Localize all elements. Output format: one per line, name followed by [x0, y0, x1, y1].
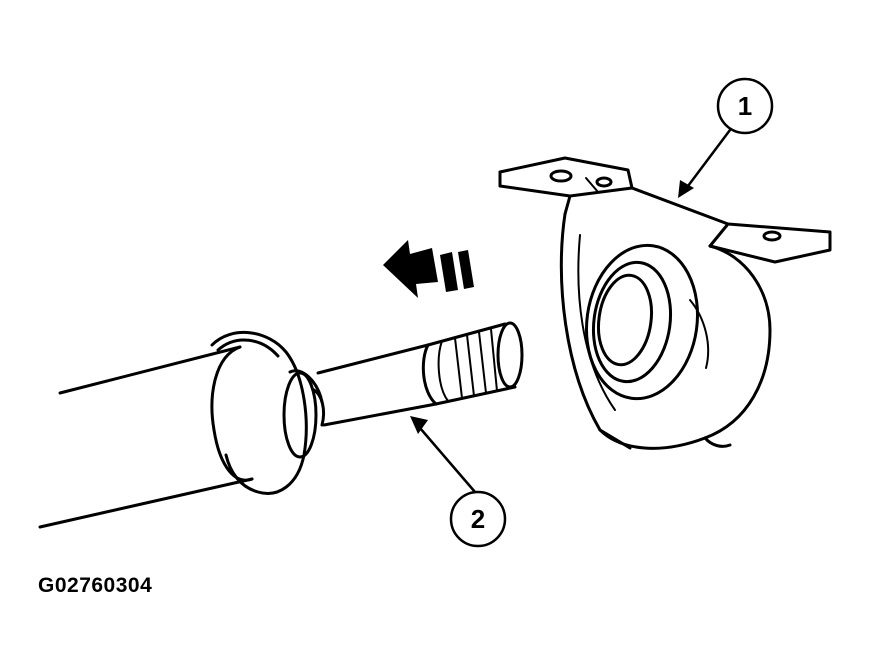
callout-1-leader — [686, 128, 732, 188]
driveshaft-splined-end — [421, 321, 524, 406]
callout-2-leader — [418, 426, 477, 494]
callout-2-number: 2 — [471, 504, 485, 534]
driveshaft-tube — [38, 345, 254, 529]
driveshaft-flange — [210, 330, 326, 495]
callout-2-circle — [449, 490, 507, 548]
callout-2-arrowhead — [410, 416, 428, 434]
callout-1-circle — [716, 77, 774, 135]
callout-1-arrowhead — [678, 180, 694, 198]
center-bearing-support — [498, 156, 832, 450]
callout-1-number: 1 — [738, 91, 752, 121]
removal-direction-arrow — [383, 240, 474, 298]
figure-id-label: G02760304 — [38, 574, 153, 597]
driveshaft-stub-shaft — [316, 343, 438, 427]
